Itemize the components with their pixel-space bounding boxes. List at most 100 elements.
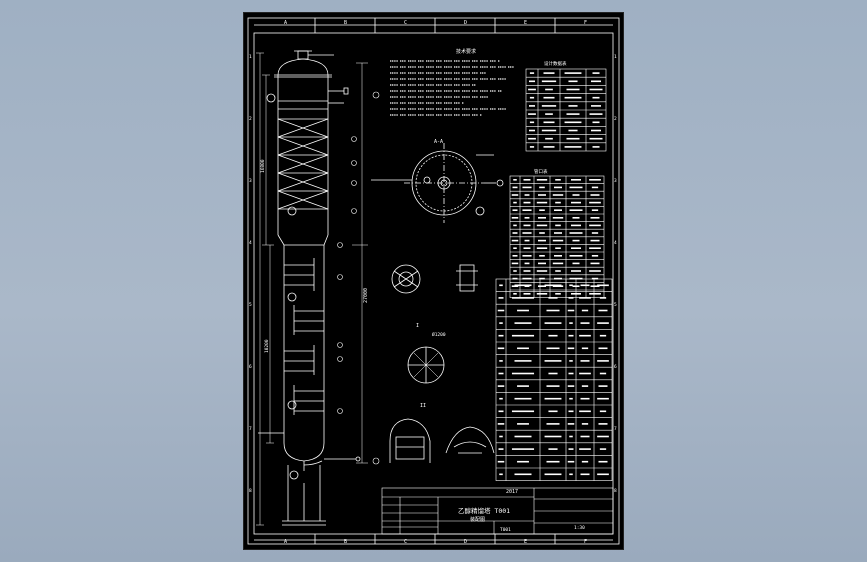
table-cell-mark [569,473,573,476]
table-cell-mark [513,270,517,272]
table-cell-mark [548,448,558,450]
table-cell-mark [541,129,557,132]
zone-letter: A [284,20,287,26]
drawing-title: 乙醇精馏塔 T001 [458,506,510,515]
technical-notes-text [390,60,514,116]
table-cell-mark [579,410,591,413]
table-cell-mark [511,194,519,196]
table-cell-mark [591,232,599,234]
table-cell-mark [581,423,589,425]
drawing-scale: 1:30 [574,525,585,531]
table-cell-mark [597,284,609,287]
table-cell-mark [555,247,561,249]
table-cell-mark [589,270,601,272]
table-cell-mark [564,146,582,148]
column-elevation-view [258,50,361,526]
table-cell-mark [569,360,573,362]
table-cell-mark [598,385,608,387]
table-cell-mark [536,247,548,249]
dimension-lines-right [352,62,368,464]
table-cell-mark [589,224,601,227]
table-cell-mark [497,347,505,350]
table-cell-mark [571,293,581,295]
table-cell-mark [543,146,555,148]
zone-number: 3 [249,178,252,184]
table-cell-mark [569,284,573,287]
table-cell-mark [589,293,601,295]
data-tables [495,68,613,481]
zone-letter: A [284,539,287,545]
zone-letter: C [404,539,407,545]
table-cell-mark [599,410,607,413]
zone-number: 5 [249,302,252,308]
table-cell-mark [591,277,599,280]
table-cell-mark [546,385,560,387]
zone-letter: C [404,20,407,26]
table-cell-mark [591,255,599,257]
table-cell-mark [599,334,607,337]
table-cell-mark [554,209,562,211]
table-cell-mark [580,284,590,287]
zone-number: 3 [614,178,617,184]
table-cell-mark [590,285,600,287]
table-cell-mark [538,194,546,196]
table-cell-mark [499,435,503,438]
table-cell-mark [555,224,561,227]
table-cell-mark [522,209,532,211]
table-cell-mark [541,105,557,107]
table-cell-mark [599,448,607,450]
table-cell-mark [498,410,504,413]
table-cell-mark [555,201,561,204]
table-cell-mark [523,293,531,295]
table-cell-mark [511,448,535,450]
table-cell-mark [569,277,583,280]
table-cell-mark [568,334,574,337]
table-cell-mark [555,293,561,295]
table-cell-mark [528,88,536,91]
table-cell-mark [499,360,503,362]
table-cell-mark [590,262,600,265]
table-cell-mark [543,121,555,124]
table-cell-mark [564,72,582,74]
table-cell-mark [569,186,583,189]
table-cell-mark [599,372,607,375]
table-cell-mark [552,194,564,196]
table-cell-mark [512,255,518,257]
table-cell-mark [523,224,531,227]
table-cell-mark [568,105,578,107]
lower-section-dim: 10200 [264,339,270,353]
table-cell-mark [545,137,553,140]
table-cell-mark [511,372,535,375]
table-cell-mark [498,334,504,337]
table-cell-mark [590,194,600,196]
detail-b-label: II [420,403,426,409]
zone-number: 1 [614,54,617,60]
detail-view-flange [391,264,478,294]
table-cell-mark [513,293,517,295]
table-cell-mark [543,96,555,99]
table-cell-mark [569,232,583,234]
table-cell-mark [513,201,517,204]
table-cell-mark [552,285,564,287]
zone-letter: D [464,539,467,545]
table-cell-mark [517,423,529,425]
table-cell-mark [546,309,560,312]
table-cell-mark [580,435,590,438]
zone-number: 5 [614,302,617,308]
plan-view [371,143,504,223]
table-cell-mark [511,410,535,413]
table-cell-mark [529,72,535,74]
table-cell-mark [567,423,575,425]
table-cell-mark [590,239,600,242]
table-cell-mark [568,372,574,375]
zone-number: 7 [614,426,617,432]
table-cell-mark [498,297,504,299]
table-cell-mark [538,239,546,242]
tray-section [284,258,324,415]
table-cell-mark [536,293,548,295]
table-cell-mark [581,309,589,312]
